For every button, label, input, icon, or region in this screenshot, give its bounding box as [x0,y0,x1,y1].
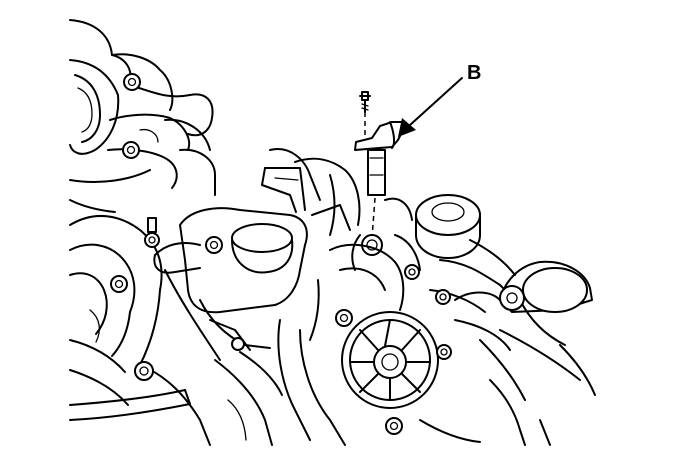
intake-manifold-drawing [69,19,216,213]
coolant-housing-drawing [153,148,361,351]
accessory-bracket [429,239,596,446]
sensor-assembly [351,91,405,271]
engine-block-left [69,214,221,446]
pulley-and-cover [214,194,481,446]
callout-b-label: B [467,62,481,84]
callout-b: B [398,62,481,137]
